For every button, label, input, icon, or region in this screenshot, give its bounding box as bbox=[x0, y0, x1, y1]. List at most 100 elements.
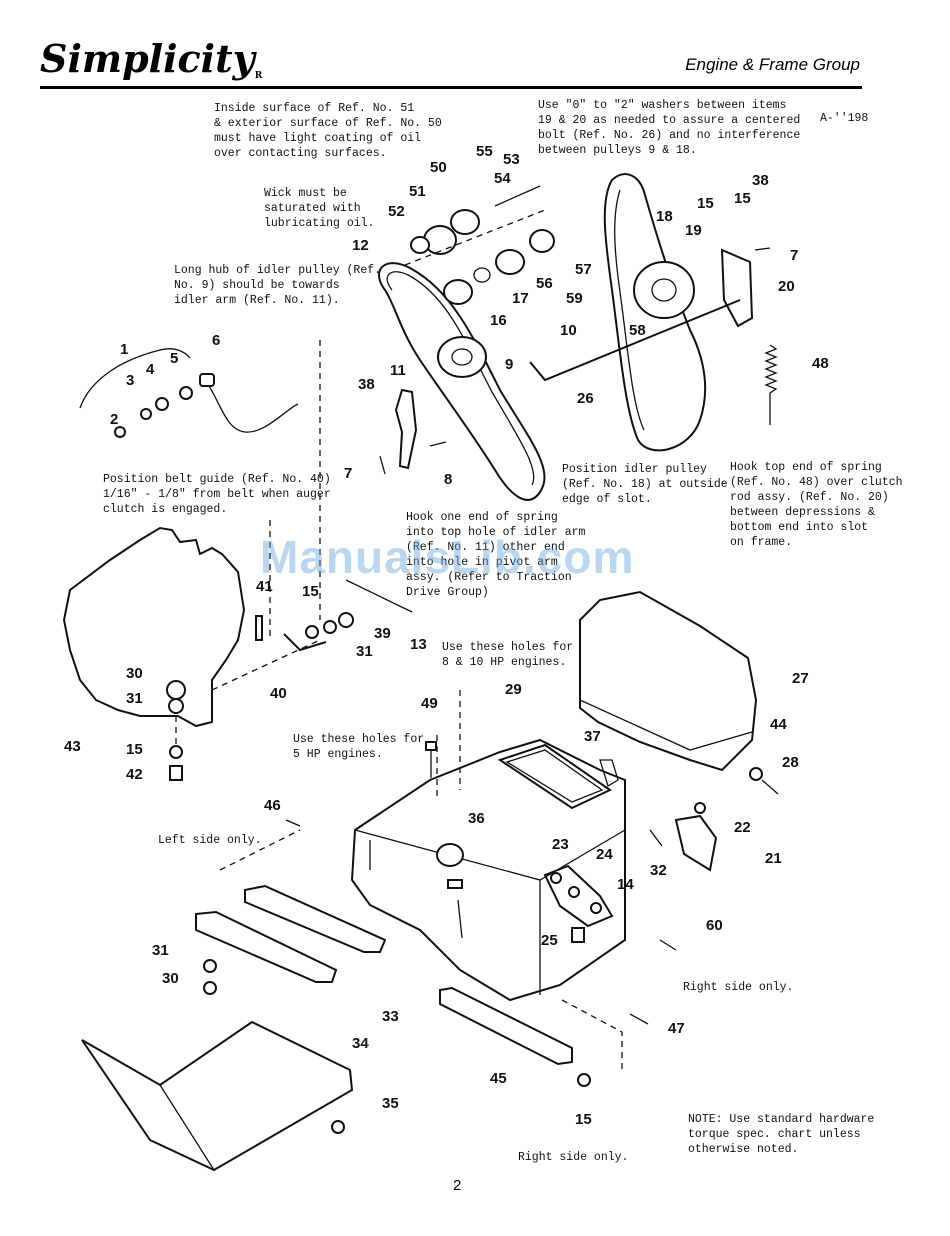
idler-arm-11 bbox=[394, 388, 418, 470]
callout: 30 bbox=[162, 970, 179, 987]
callout: 38 bbox=[358, 376, 375, 393]
note-wick: Wick must be saturated with lubricating … bbox=[264, 187, 375, 230]
note-oil-coating: Inside surface of Ref. No. 51 & exterior… bbox=[214, 102, 442, 160]
callout: 3 bbox=[126, 372, 135, 389]
note-long-hub: Long hub of idler pulley (Ref. No. 9) sh… bbox=[174, 264, 382, 307]
bracket-45 bbox=[439, 986, 573, 1066]
bracket-33-lower bbox=[195, 910, 338, 983]
callout: 5 bbox=[170, 350, 179, 367]
note-belt-guide: Position belt guide (Ref. No. 40) 1/16" … bbox=[103, 473, 331, 516]
callout: 31 bbox=[152, 942, 169, 959]
callout: 30 bbox=[126, 665, 143, 682]
callout: 37 bbox=[584, 728, 601, 745]
note-holes-8-10hp: Use these holes for 8 & 10 HP engines. bbox=[442, 641, 574, 669]
callout: 51 bbox=[409, 183, 426, 200]
callout: 9 bbox=[505, 356, 514, 373]
callout: 46 bbox=[264, 797, 281, 814]
section-title: Engine & Frame Group bbox=[685, 55, 860, 74]
callout: 21 bbox=[765, 850, 782, 867]
frame-29 bbox=[350, 738, 626, 1002]
callout: 50 bbox=[430, 159, 447, 176]
callout: 2 bbox=[110, 411, 119, 428]
note-right-side-lower: Right side only. bbox=[518, 1151, 629, 1164]
spring-48 bbox=[764, 344, 778, 425]
callout: 27 bbox=[792, 670, 809, 687]
callout: 15 bbox=[126, 741, 143, 758]
right-belt bbox=[603, 173, 707, 452]
shroud-27 bbox=[579, 590, 758, 772]
note-position-idler: Position idler pulley (Ref. No. 18) at o… bbox=[562, 463, 728, 506]
note-washers: Use "0" to "2" washers between items 19 … bbox=[538, 99, 801, 157]
callout: 25 bbox=[541, 932, 558, 949]
callout: 18 bbox=[656, 208, 673, 225]
callout: 49 bbox=[421, 695, 438, 712]
note-hook-spring: Hook one end of spring into top hole of … bbox=[406, 511, 586, 599]
callout: 48 bbox=[812, 355, 829, 372]
callout: 57 bbox=[575, 261, 592, 278]
watermark: ManualsLib.com bbox=[260, 531, 635, 583]
callout: 44 bbox=[770, 716, 787, 733]
callout: 26 bbox=[577, 390, 594, 407]
callout: 56 bbox=[536, 275, 553, 292]
callout: 8 bbox=[444, 471, 453, 488]
header-rule bbox=[40, 86, 862, 89]
callout: 15 bbox=[697, 195, 714, 212]
callout: 33 bbox=[382, 1008, 399, 1025]
note-holes-5hp: Use these holes for 5 HP engines. bbox=[293, 733, 425, 761]
bracket-33-upper bbox=[244, 884, 387, 953]
note-torque: NOTE: Use standard hardware torque spec.… bbox=[688, 1113, 875, 1156]
callout: 13 bbox=[410, 636, 427, 653]
callout: 40 bbox=[270, 685, 287, 702]
callout: 7 bbox=[344, 465, 353, 482]
idler-pulley-18 bbox=[633, 261, 695, 319]
callout: 47 bbox=[668, 1020, 685, 1037]
callout: 22 bbox=[734, 819, 751, 836]
callout: 42 bbox=[126, 766, 143, 783]
callout: 58 bbox=[629, 322, 646, 339]
callout: 16 bbox=[490, 312, 507, 329]
callout: 10 bbox=[560, 322, 577, 339]
callout: 15 bbox=[734, 190, 751, 207]
callout: 52 bbox=[388, 203, 405, 220]
callout: 15 bbox=[302, 583, 319, 600]
brand-logo: SimplicityR bbox=[40, 36, 263, 81]
callout: 20 bbox=[778, 278, 795, 295]
idler-pulley-9 bbox=[437, 336, 487, 378]
callout: 23 bbox=[552, 836, 569, 853]
callout: 41 bbox=[256, 578, 273, 595]
callout: 12 bbox=[352, 237, 369, 254]
callout: 35 bbox=[382, 1095, 399, 1112]
callout: 38 bbox=[752, 172, 769, 189]
callout: 32 bbox=[650, 862, 667, 879]
callout: 17 bbox=[512, 290, 529, 307]
callout: 55 bbox=[476, 143, 493, 160]
callout: 31 bbox=[126, 690, 143, 707]
callout: 39 bbox=[374, 625, 391, 642]
callout: 29 bbox=[505, 681, 522, 698]
callout: 1 bbox=[120, 341, 129, 358]
callout: 4 bbox=[146, 361, 155, 378]
figure-code: A-''198 bbox=[820, 112, 869, 125]
callout: 28 bbox=[782, 754, 799, 771]
callout: 6 bbox=[212, 332, 221, 349]
belt-12 bbox=[378, 262, 546, 501]
note-hook-top-spring: Hook top end of spring (Ref. No. 48) ove… bbox=[730, 461, 903, 549]
note-left-side: Left side only. bbox=[158, 834, 262, 847]
page-number: 2 bbox=[453, 1177, 462, 1194]
pan-34 bbox=[81, 1020, 354, 1172]
engine-43 bbox=[62, 526, 246, 728]
callout: 15 bbox=[575, 1111, 592, 1128]
callout: 34 bbox=[352, 1035, 369, 1052]
callout: 14 bbox=[617, 876, 634, 893]
callout: 24 bbox=[596, 846, 613, 863]
callout: 11 bbox=[390, 362, 406, 379]
callout: 19 bbox=[685, 222, 702, 239]
callout: 53 bbox=[503, 151, 520, 168]
callout: 36 bbox=[468, 810, 485, 827]
callout: 54 bbox=[494, 170, 511, 187]
callout: 7 bbox=[790, 247, 799, 264]
callout: 43 bbox=[64, 738, 81, 755]
callout: 45 bbox=[490, 1070, 507, 1087]
